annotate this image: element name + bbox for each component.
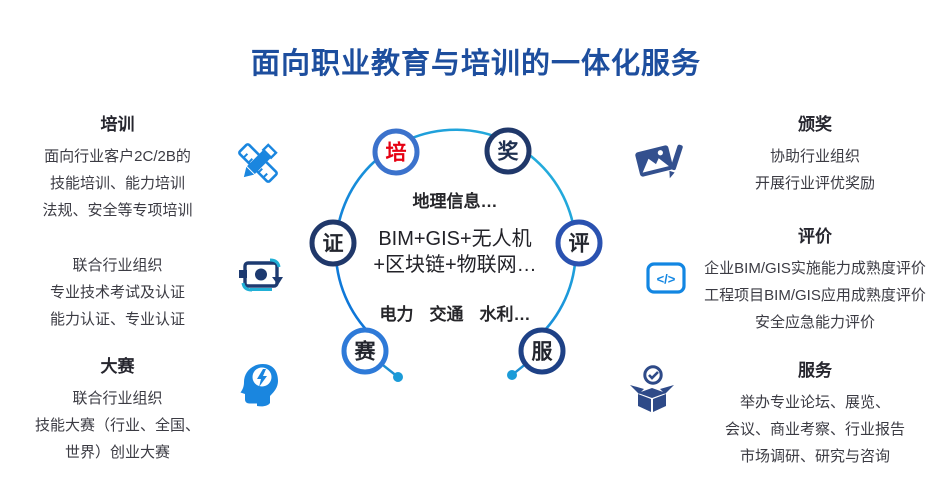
- pencil-ruler-icon: [235, 140, 281, 191]
- section-evaluation-heading: 评价: [798, 227, 832, 246]
- section-competition-heading: 大赛: [100, 357, 135, 376]
- center-tech-line-1: BIM+GIS+无人机: [378, 228, 532, 250]
- section-evaluation-line: 工程项目BIM/GIS应用成熟度评价: [704, 287, 926, 304]
- section-certification-line: 联合行业组织: [72, 257, 163, 274]
- industry-transport: 交通: [429, 305, 464, 324]
- section-services-heading: 服务: [798, 361, 832, 380]
- connector-dot-service: [507, 370, 517, 380]
- section-services-line: 市场调研、研究与咨询: [739, 448, 890, 465]
- section-training-line: 面向行业客户2C/2B的: [44, 148, 191, 165]
- open-box-check-icon: [628, 364, 676, 419]
- code-icon-glyph: </>: [657, 272, 676, 287]
- node-certificate: 证: [309, 219, 357, 267]
- section-services-line: 举办专业论坛、展览、: [739, 394, 890, 411]
- section-awards-line: 协助行业组织: [769, 148, 860, 165]
- section-services-line: 会议、商业考察、行业报告: [724, 421, 905, 438]
- section-competition-line: 世界）创业大赛: [64, 444, 170, 461]
- section-evaluation-line: 企业BIM/GIS实施能力成熟度评价: [704, 260, 926, 277]
- node-training-label: 培: [386, 141, 407, 165]
- section-certification-line: 专业技术考试及认证: [49, 284, 185, 301]
- page-title: 面向职业教育与培训的一体化服务: [250, 48, 701, 80]
- center-tech-line-2: +区块链+物联网…: [373, 254, 537, 276]
- section-awards-line: 开展行业评优奖励: [754, 175, 875, 192]
- center-domain-text: 地理信息…: [412, 192, 498, 211]
- section-evaluation-line: 安全应急能力评价: [754, 314, 875, 331]
- node-evaluation: 评: [555, 219, 603, 267]
- section-evaluation: 评价 企业BIM/GIS实施能力成熟度评价 工程项目BIM/GIS应用成熟度评价…: [680, 227, 950, 336]
- code-icon: </>: [646, 262, 686, 299]
- section-competition: 大赛 联合行业组织 技能大赛（行业、全国、 世界）创业大赛: [10, 357, 225, 466]
- service-ring-diagram: 培 奖 证 评 赛 服: [309, 127, 603, 382]
- industry-water: 水利…: [479, 305, 531, 324]
- node-award: 奖: [484, 127, 532, 175]
- brain-head-icon: [237, 362, 281, 413]
- section-awards: 颁奖 协助行业组织 开展行业评优奖励: [680, 115, 950, 197]
- node-service-label: 服: [532, 341, 554, 364]
- section-certification: 联合行业组织 专业技术考试及认证 能力认证、专业认证: [10, 252, 225, 333]
- node-evaluation-label: 评: [569, 233, 590, 256]
- node-service: 服: [518, 327, 566, 375]
- section-training: 培训 面向行业客户2C/2B的 技能培训、能力培训 法规、安全等专项培训: [10, 115, 225, 224]
- node-competition-label: 赛: [354, 340, 377, 364]
- section-services: 服务 举办专业论坛、展览、 会议、商业考察、行业报告 市场调研、研究与咨询: [680, 361, 950, 470]
- node-training: 培: [372, 128, 420, 176]
- section-awards-heading: 颁奖: [798, 115, 832, 134]
- center-industries-text: 电力 交通 水利…: [350, 300, 560, 325]
- exam-refresh-icon: [238, 257, 284, 302]
- section-competition-line: 联合行业组织: [72, 390, 163, 407]
- connector-dot-competition: [393, 372, 403, 382]
- section-training-line: 技能培训、能力培训: [49, 175, 185, 192]
- node-certificate-label: 证: [323, 233, 344, 256]
- section-training-heading: 培训: [100, 115, 135, 134]
- section-training-line: 法规、安全等专项培训: [42, 202, 193, 219]
- section-certification-line: 能力认证、专业认证: [49, 311, 185, 328]
- node-competition: 赛: [341, 327, 389, 375]
- industry-power: 电力: [379, 305, 414, 324]
- node-award-label: 奖: [498, 140, 520, 164]
- center-tech-text: BIM+GIS+无人机 +区块链+物联网…: [335, 226, 575, 278]
- award-photo-pen-icon: [634, 138, 684, 189]
- section-competition-line: 技能大赛（行业、全国、: [34, 417, 200, 434]
